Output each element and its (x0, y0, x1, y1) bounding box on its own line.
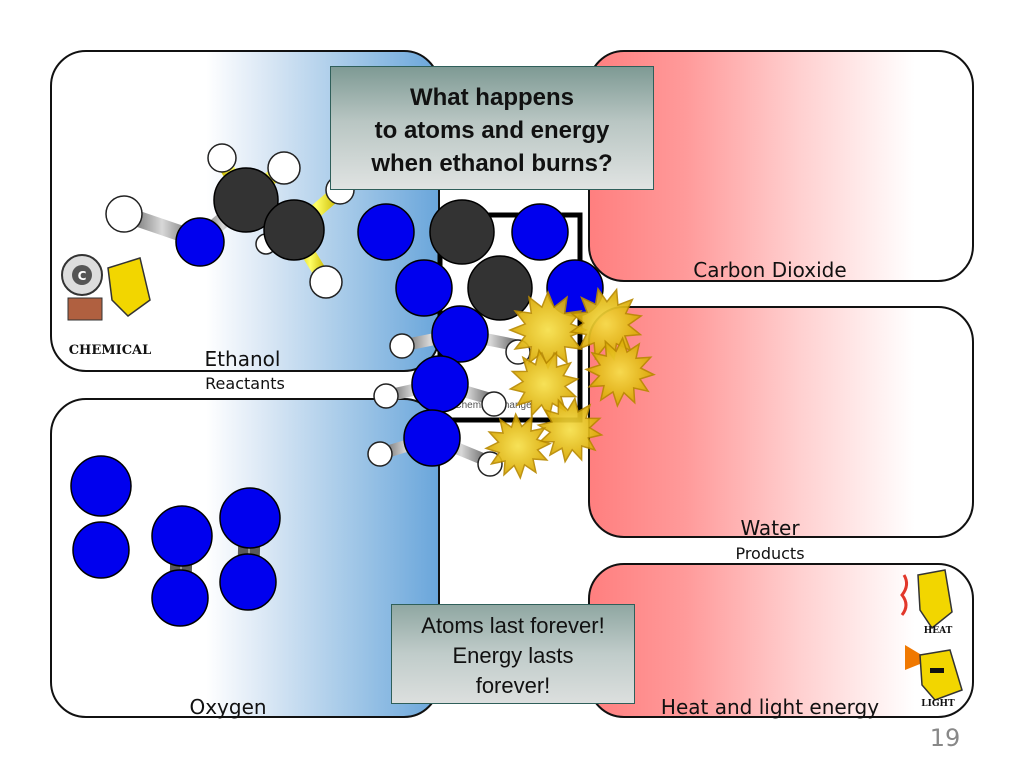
mascot-icon (917, 569, 953, 630)
title-line: What happens (409, 84, 574, 111)
hydrogen-atom (267, 151, 301, 185)
oxygen-molecules (70, 455, 281, 627)
heat-badge: HEAT (900, 569, 953, 636)
hydrogen-atom (367, 441, 393, 467)
energy-burst (484, 412, 552, 480)
oxygen-atom (70, 455, 132, 517)
energy-bursts (484, 286, 656, 480)
conservation-callout: Atoms last forever! Energy lasts forever… (391, 604, 635, 704)
energy-burst (507, 289, 589, 371)
title-line: to atoms and energy (374, 117, 610, 144)
light-rays-icon (905, 645, 930, 670)
oxygen-label: Oxygen (189, 695, 267, 719)
carbon-atom (263, 199, 325, 261)
hydrogen-atom (389, 333, 415, 359)
energy-panel (588, 563, 974, 718)
oxygen-atom (395, 259, 453, 317)
carbon-atom (429, 199, 495, 265)
hydrogen-atom (373, 383, 399, 409)
chemical-badge-label: CHEMICAL (69, 343, 152, 358)
oxygen-atom (431, 305, 489, 363)
reactants-label: Reactants (205, 374, 285, 393)
mascot-icon (107, 257, 151, 317)
book-icon (67, 297, 103, 321)
water-panel (588, 306, 974, 538)
title-callout: What happens to atoms and energy when et… (330, 66, 654, 190)
hydrogen-atom (481, 391, 507, 417)
water-label: Water (740, 516, 800, 540)
oxygen-atom (403, 409, 461, 467)
energy-burst (536, 396, 604, 464)
oxygen-atom (219, 487, 281, 549)
oxygen-atom (72, 521, 130, 579)
heat-waves-icon (900, 574, 909, 616)
svg-text:C: C (78, 269, 87, 283)
page-number: 19 (929, 724, 961, 752)
oxygen-atom (151, 569, 209, 627)
carbon-atom (467, 255, 533, 321)
svg-text:HEAT: HEAT (924, 626, 953, 636)
sunglasses-icon (930, 668, 944, 673)
products-label: Products (735, 544, 805, 563)
conservation-line: Energy lasts (452, 643, 574, 668)
hydrogen-atom (105, 195, 143, 233)
energy-burst (584, 336, 656, 408)
energy-burst (508, 348, 580, 420)
ethanol-molecule (105, 143, 355, 299)
heat-light-energy-label: Heat and light energy (660, 695, 880, 719)
light-badge: LIGHT (905, 645, 963, 709)
oxygen-atom (511, 203, 569, 261)
svg-text:LIGHT: LIGHT (921, 699, 955, 709)
carbon-dioxide-label: Carbon Dioxide (693, 258, 847, 282)
oxygen-atom (175, 217, 225, 267)
mascot-icon (919, 649, 963, 701)
title-line: when ethanol burns? (371, 150, 613, 177)
carbon-atom (213, 167, 279, 233)
conservation-line: forever! (475, 673, 551, 698)
hydrogen-atom (207, 143, 237, 173)
oxygen-atom (411, 355, 469, 413)
conservation-line: Atoms last forever! (421, 613, 605, 638)
hydrogen-atom (309, 265, 343, 299)
oxygen-atom (357, 203, 415, 261)
chemical-badge: C CHEMICAL (61, 254, 152, 358)
oxygen-atom (151, 505, 213, 567)
ethanol-label: Ethanol (204, 347, 281, 371)
oxygen-atom (219, 553, 277, 611)
reaction-atoms (357, 199, 604, 477)
